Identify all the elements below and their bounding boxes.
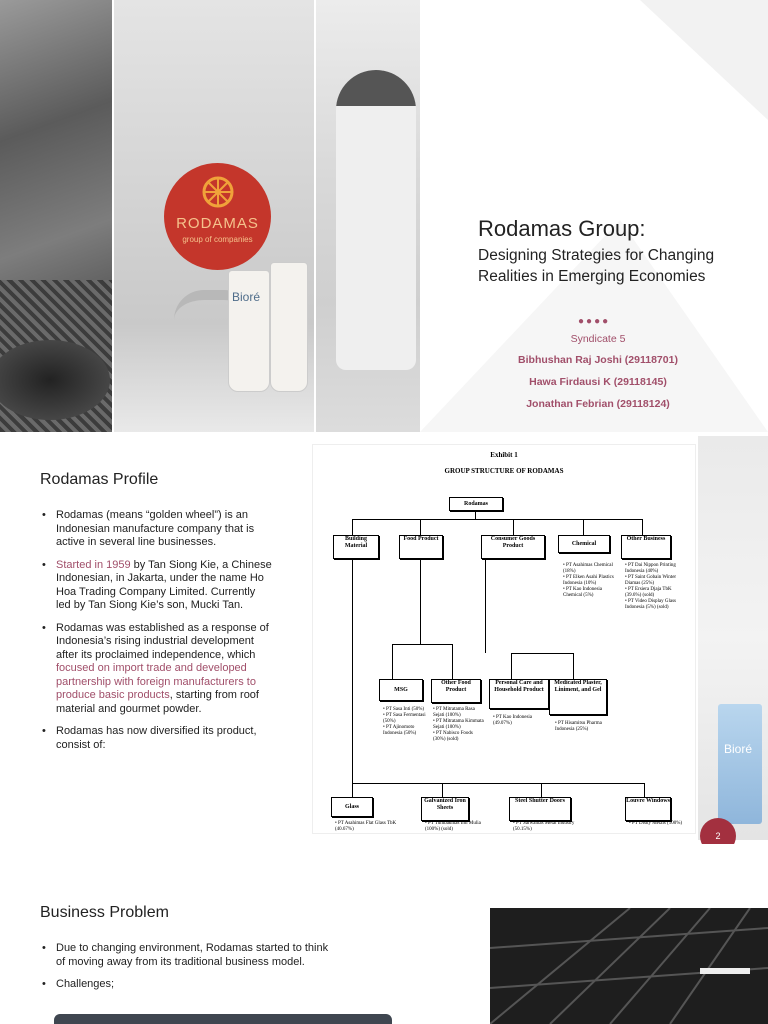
title-slide: Bioré RODAMAS group of companies Rodamas…	[0, 0, 768, 432]
bullet-text: by Tan Siong Kie, a Chinese Indonesian, …	[56, 558, 272, 612]
chart-note: • PT Sarwamas Metal Industry (50.15%)	[513, 821, 575, 832]
highlight-text: Started in 1959	[56, 558, 131, 571]
biore-tube-1	[228, 270, 270, 392]
woman-figure	[336, 70, 416, 370]
chart-box-glass: Glass	[331, 797, 373, 817]
member-name: Jonathan Febrian (29118124)	[526, 398, 670, 410]
profile-slide: Rodamas Profile Rodamas (means “golden w…	[0, 436, 768, 840]
logo-name: RODAMAS	[176, 215, 259, 232]
chart-box-building: Building Material	[333, 535, 379, 559]
bowl-shape	[0, 340, 110, 420]
profile-bullets: Rodamas (means “golden wheel”) is an Ind…	[40, 509, 272, 761]
chart-box-medicated: Medicated Plaster, Liniment, and Gel	[549, 679, 607, 715]
challenges-box	[54, 1014, 392, 1024]
warehouse-roof-photo	[489, 907, 768, 1024]
chart-note: • PT Mitratama Rasa Sejati (100%) • PT M…	[433, 707, 484, 742]
chart-box-personal: Personal Care and Household Product	[489, 679, 549, 709]
exhibit-label: Exhibit 1	[490, 451, 518, 459]
group-structure-chart: Exhibit 1 GROUP STRUCTURE OF RODAMAS Rod…	[312, 444, 696, 834]
problem-bullets: Due to changing environment, Rodamas sta…	[40, 942, 330, 1001]
chart-box-steel: Steel Shutter Doors	[509, 797, 571, 821]
chart-note: • PT Asahimas Chemical (18%) • PT Elken …	[563, 563, 614, 598]
decorative-dots: ●●●●	[578, 316, 611, 327]
chart-note: • PT Asahimas Flat Glass TbK (40.67%)	[335, 821, 397, 832]
chart-note: • PT Hisamitsu Pharma Indonesia (25%)	[555, 721, 602, 732]
chart-note: • PT Dai Nippon Printing Indonesia (40%)…	[625, 563, 677, 610]
slide-heading: Business Problem	[40, 904, 169, 921]
bullet-item: Rodamas was established as a response of…	[40, 622, 272, 717]
exhibit-title: GROUP STRUCTURE OF RODAMAS	[444, 467, 564, 475]
chart-box-msg: MSG	[379, 679, 423, 701]
bullet-text: Rodamas was established as a response of…	[56, 621, 269, 661]
chart-note: • PT Sasa Inti (50%) • PT Sasa Fermentas…	[383, 707, 426, 736]
bullet-item: Due to changing environment, Rodamas sta…	[40, 942, 330, 969]
biore-tube-2	[270, 262, 308, 392]
chart-box-other: Other Business	[621, 535, 671, 559]
page-title: Rodamas Group:	[478, 216, 646, 241]
biore-pack	[718, 704, 762, 824]
page-subtitle: Designing Strategies for Changing Realit…	[478, 247, 715, 285]
background-triangles	[420, 0, 768, 432]
chart-box-chemical: Chemical	[558, 535, 610, 553]
bullet-item: Rodamas has now diversified its product,…	[40, 725, 272, 752]
chart-box-otherfood: Other Food Product	[431, 679, 481, 703]
syndicate-label: Syndicate 5	[570, 333, 626, 345]
slide-heading: Rodamas Profile	[40, 471, 159, 488]
faucet-shape	[174, 290, 254, 360]
bullet-text: Due to changing environment, Rodamas sta…	[56, 942, 329, 968]
highlight-text: focused on import trade and developed pa…	[56, 662, 256, 701]
chart-note: • PT Kao Indonesia (49.07%)	[493, 715, 533, 726]
biore-brand-text: Bioré	[724, 742, 753, 756]
wheel-icon	[202, 176, 234, 208]
logo-tagline: group of companies	[182, 235, 253, 244]
bullet-text: , starting from roof material and gourme…	[56, 689, 259, 715]
bullet-text: Challenges;	[56, 978, 115, 990]
chart-box-galvanized: Galvanized Iron Sheets	[421, 797, 469, 821]
bathroom-sink-photo: Bioré	[114, 0, 314, 432]
member-name: Hawa Firdausi K (29118145)	[529, 376, 667, 388]
chart-note: • PT Tumbakmas Inti Mulia (100%) (sold)	[425, 821, 481, 832]
business-problem-slide: Business Problem Due to changing environ…	[0, 844, 768, 1024]
member-name: Bibhushan Raj Joshi (29118701)	[518, 354, 678, 366]
food-basket-photo	[0, 0, 112, 432]
roof-structure	[489, 907, 768, 1024]
bullet-text: Rodamas has now diversified its product,…	[56, 725, 257, 751]
chart-box-food: Food Product	[399, 535, 443, 559]
bullet-item: Started in 1959 by Tan Siong Kie, a Chin…	[40, 559, 272, 613]
chart-box-consumer: Consumer Goods Product	[481, 535, 545, 559]
bullet-item: Challenges;	[40, 978, 330, 992]
chart-box-louvre: Louvre Windows	[625, 797, 671, 821]
woman-photo	[316, 0, 420, 432]
chart-root-box: Rodamas	[449, 497, 503, 511]
bullet-text: Rodamas (means “golden wheel”) is an Ind…	[56, 509, 255, 548]
rodamas-logo: RODAMAS group of companies	[164, 163, 271, 270]
chart-note: • PT Disky Metals (100%)	[629, 821, 683, 826]
biore-brand-text: Bioré	[232, 290, 261, 304]
product-shelf-photo: Bioré	[698, 436, 768, 840]
bullet-item: Rodamas (means “golden wheel”) is an Ind…	[40, 509, 272, 550]
